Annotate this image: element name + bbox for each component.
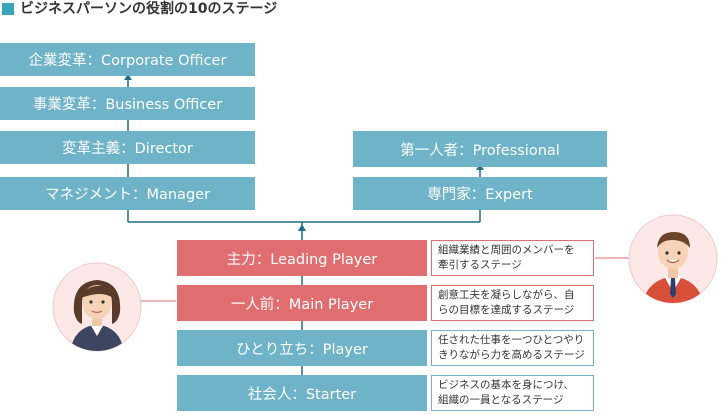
desc-line: ビジネスの基本を身につけ、 bbox=[438, 379, 574, 391]
desc-starter: ビジネスの基本を身につけ、 組織の一員となるステージ bbox=[431, 375, 594, 411]
desc-main-player: 創意工夫を凝らしながら、自 らの目標を達成するステージ bbox=[431, 285, 594, 321]
desc-line: きりながら力を高めるステージ bbox=[438, 349, 585, 361]
arrow-head-right bbox=[476, 164, 484, 170]
desc-line: 組織業績と周囲のメンバーを bbox=[438, 244, 575, 256]
desc-line: 組織の一員となるステージ bbox=[438, 394, 564, 406]
stage-main-player: 一人前：Main Player bbox=[177, 285, 427, 321]
desc-line: らの目標を達成するステージ bbox=[438, 304, 575, 316]
stage-expert: 専門家：Expert bbox=[353, 177, 607, 210]
arrow-head-center bbox=[298, 224, 306, 231]
stage-professional: 第一人者：Professional bbox=[353, 131, 607, 167]
desc-line: 創意工夫を凝らしながら、自 bbox=[438, 289, 575, 301]
desc-leading-player: 組織業績と周囲のメンバーを 牽引するステージ bbox=[431, 240, 594, 276]
desc-player: 任された仕事を一つひとつやり きりながら力を高めるステージ bbox=[431, 330, 594, 366]
diagram-title: ビジネスパーソンの役割の10のステージ bbox=[20, 1, 278, 17]
desc-line: 牽引するステージ bbox=[438, 259, 522, 271]
stage-director: 変革主義：Director bbox=[0, 131, 255, 164]
title-marker bbox=[2, 3, 14, 15]
stage-manager: マネジメント：Manager bbox=[0, 177, 255, 210]
stage-corporate-officer: 企業変革：Corporate Officer bbox=[0, 43, 255, 76]
woman-avatar-icon bbox=[52, 262, 142, 352]
stage-leading-player: 主力：Leading Player bbox=[177, 240, 427, 276]
stage-business-officer: 事業変革：Business Officer bbox=[0, 87, 255, 120]
desc-line: 任された仕事を一つひとつやり bbox=[438, 334, 585, 346]
stage-player: ひとり立ち：Player bbox=[177, 330, 427, 366]
man-avatar-icon bbox=[628, 214, 718, 304]
stage-starter: 社会人：Starter bbox=[177, 375, 427, 411]
arrow-head-left bbox=[124, 74, 132, 80]
